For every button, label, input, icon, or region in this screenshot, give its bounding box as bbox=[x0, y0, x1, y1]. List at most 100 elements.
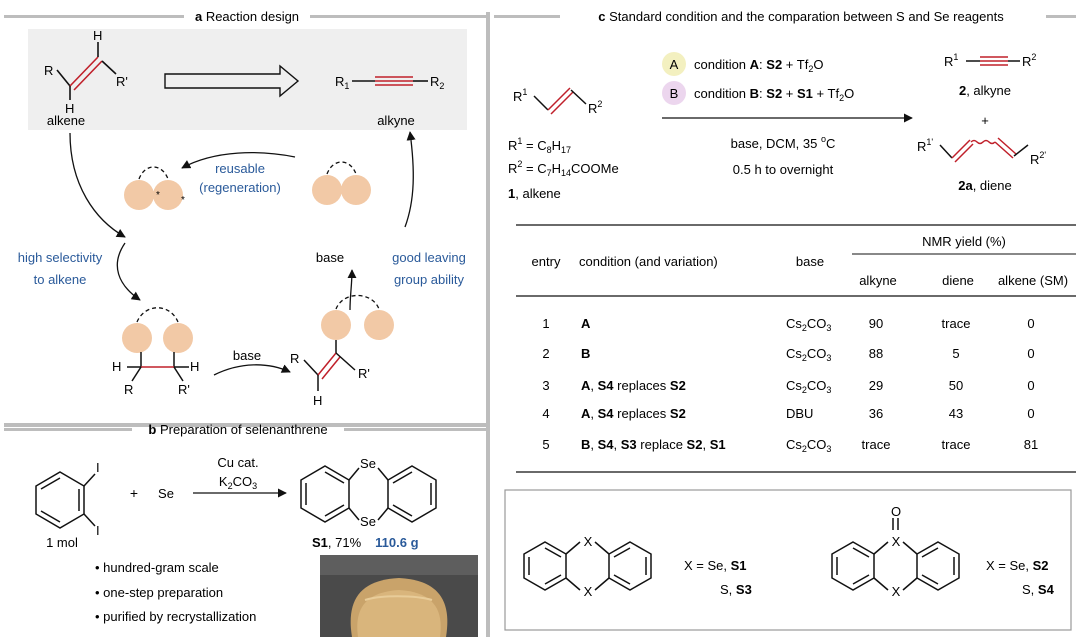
good-leaving-line2: group ability bbox=[394, 272, 465, 287]
th-entry: entry bbox=[532, 254, 561, 269]
right-x-bottom: X bbox=[892, 584, 901, 599]
cell-diene: 50 bbox=[949, 378, 963, 393]
iodo-top: I bbox=[96, 460, 100, 475]
adduct-R: R bbox=[124, 382, 133, 397]
cell-base: DBU bbox=[786, 406, 813, 421]
circle-B-label: B bbox=[670, 86, 679, 101]
r1-definition: R1 = C8H17 bbox=[508, 136, 571, 155]
cell-alkene: 0 bbox=[1027, 406, 1034, 421]
horizontal-divider bbox=[4, 423, 486, 427]
condition-B-text: condition B: S2 + S1 + Tf2O bbox=[694, 86, 854, 103]
prod-R2: R2 bbox=[1022, 52, 1036, 69]
ring-se-bottom: Se bbox=[360, 514, 376, 529]
product-photo bbox=[320, 555, 478, 637]
ring-se-top: Se bbox=[360, 456, 376, 471]
cell-alkyne: 90 bbox=[869, 316, 883, 331]
cell-base: Cs2CO3 bbox=[786, 437, 831, 454]
sm-label: 1, alkene bbox=[508, 186, 561, 201]
base-upper: base bbox=[316, 250, 344, 265]
vinyl-R: R bbox=[290, 351, 299, 366]
left-x-top: X bbox=[584, 534, 593, 549]
svg-text:b Preparation of selenanthrene: b Preparation of selenanthrene bbox=[148, 422, 327, 437]
th-condition: condition (and variation) bbox=[579, 254, 718, 269]
star-right: * bbox=[181, 195, 185, 206]
conditions-line1: base, DCM, 35 oC bbox=[731, 134, 836, 151]
alkene-H-top: H bbox=[93, 28, 102, 43]
panel-c-letter: c bbox=[598, 9, 605, 24]
tricyclic-right bbox=[831, 518, 960, 591]
adduct-H-left: H bbox=[112, 359, 121, 374]
th-diene: diene bbox=[942, 273, 974, 288]
transformation-arrow bbox=[164, 64, 300, 98]
high-selectivity-line2: to alkene bbox=[34, 272, 87, 287]
catalyst-label: Cu cat. bbox=[217, 455, 258, 470]
cell-condition: B, S4, S3 replace S2, S1 bbox=[581, 437, 726, 452]
cell-alkyne: 29 bbox=[869, 378, 883, 393]
th-alkyne: alkyne bbox=[859, 273, 897, 288]
product-yield-line: S1, 71%110.6 g bbox=[312, 535, 419, 550]
alkene-Rprime: R' bbox=[116, 74, 128, 89]
starting-alkene bbox=[533, 87, 587, 115]
reaction-highlight-box bbox=[28, 29, 467, 130]
cell-base: Cs2CO3 bbox=[786, 346, 831, 363]
yield-table: entry condition (and variation) base NMR… bbox=[516, 224, 1076, 473]
diene-structure bbox=[939, 137, 1029, 163]
right-legend-line2: S, S4 bbox=[1022, 582, 1055, 597]
se-reagent: Se bbox=[158, 486, 174, 501]
cell-alkene: 0 bbox=[1027, 316, 1034, 331]
adduct-Rprime: R' bbox=[178, 382, 190, 397]
panel-c-header: c Standard condition and the comparation… bbox=[494, 9, 1076, 24]
panel-a-header: a Reaction design bbox=[4, 9, 486, 24]
alkyne-label: alkyne bbox=[377, 113, 415, 128]
cell-diene: 43 bbox=[949, 406, 963, 421]
bullet-2: • one-step preparation bbox=[95, 585, 223, 600]
cell-entry: 4 bbox=[542, 406, 549, 421]
iodo-bottom: I bbox=[96, 523, 100, 538]
panel-b-header: b Preparation of selenanthrene bbox=[4, 422, 486, 437]
reusable-line1: reusable bbox=[215, 161, 265, 176]
circle-A-label: A bbox=[670, 57, 679, 72]
cell-alkyne: 36 bbox=[869, 406, 883, 421]
diiodobenzene-structure bbox=[35, 471, 96, 529]
diene-label: 2a, diene bbox=[958, 178, 1012, 193]
cell-condition: B bbox=[581, 346, 590, 361]
adduct-intermediate bbox=[122, 307, 193, 382]
alkene-label: alkene bbox=[47, 113, 85, 128]
left-legend-line2: S, S3 bbox=[720, 582, 752, 597]
circle-B bbox=[662, 81, 686, 105]
reagent-legend-box bbox=[504, 489, 1072, 631]
mol-label: 1 mol bbox=[46, 535, 78, 550]
cell-diene: trace bbox=[942, 316, 971, 331]
selenanthrene-structure bbox=[300, 465, 437, 523]
tricyclic-left bbox=[523, 541, 652, 591]
plus-sign-b: + bbox=[130, 485, 138, 501]
cell-alkyne: 88 bbox=[869, 346, 883, 361]
regenerated-reagent bbox=[124, 166, 183, 210]
cell-base: Cs2CO3 bbox=[786, 316, 831, 333]
alkyne-bond bbox=[352, 76, 428, 86]
alkene-R: R bbox=[44, 63, 53, 78]
vertical-divider bbox=[486, 12, 490, 637]
sm-R1: R1 bbox=[513, 87, 527, 104]
good-leaving-line1: good leaving bbox=[392, 250, 466, 265]
cell-base: Cs2CO3 bbox=[786, 378, 831, 395]
panel-c-title: Standard condition and the comparation b… bbox=[609, 9, 1004, 24]
alkyne-R2: R2 bbox=[430, 74, 444, 91]
high-selectivity-line1: high selectivity bbox=[18, 250, 103, 265]
cell-condition: A bbox=[581, 316, 591, 331]
bullet-list: • hundred-gram scale • one-step preparat… bbox=[95, 560, 256, 624]
r2-definition: R2 = C7H14COOMe bbox=[508, 159, 619, 178]
cell-alkene: 0 bbox=[1027, 346, 1034, 361]
cell-diene: trace bbox=[942, 437, 971, 452]
cell-diene: 5 bbox=[952, 346, 959, 361]
reusable-line2: (regeneration) bbox=[199, 180, 281, 195]
svg-text:c Standard condition and the c: c Standard condition and the comparation… bbox=[598, 9, 1004, 24]
vinyl-Rprime: R' bbox=[358, 366, 370, 381]
product-label: 2, alkyne bbox=[959, 83, 1011, 98]
cell-entry: 2 bbox=[542, 346, 549, 361]
released-reagent bbox=[312, 161, 371, 205]
alkene-structure bbox=[56, 42, 117, 100]
conditions-line2: 0.5 h to overnight bbox=[733, 162, 834, 177]
right-legend-line1: X = Se, S2 bbox=[986, 558, 1049, 573]
